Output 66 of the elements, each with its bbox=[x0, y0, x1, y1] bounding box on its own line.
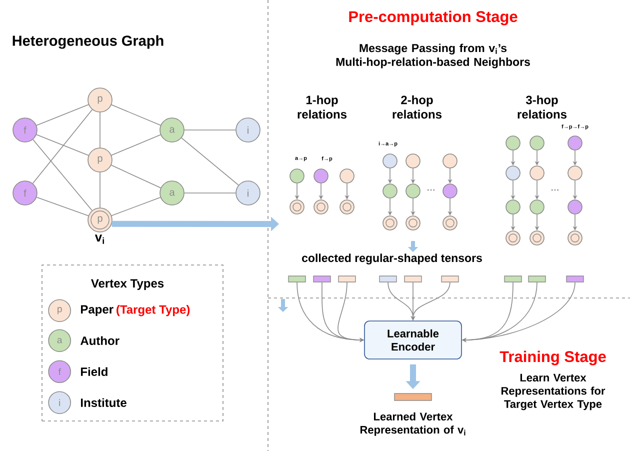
vertex-circle bbox=[568, 136, 582, 150]
vertex-label: Author bbox=[80, 336, 120, 345]
vertex-circle bbox=[290, 200, 304, 214]
vertex-circle bbox=[568, 230, 582, 246]
graph-edge bbox=[110, 164, 162, 188]
graph-edge bbox=[111, 104, 161, 126]
vertex-circle bbox=[506, 230, 520, 246]
vertex-circle bbox=[406, 184, 420, 198]
vertex-circle bbox=[314, 168, 328, 184]
vertex-circle bbox=[530, 230, 544, 246]
vertex-circle bbox=[406, 216, 420, 230]
vertex-circle bbox=[530, 136, 544, 150]
tensor-bar bbox=[313, 276, 331, 282]
tensor-bar bbox=[566, 276, 584, 282]
vertex-circle bbox=[382, 154, 398, 168]
tensor-bar bbox=[441, 276, 459, 282]
tensor-bar bbox=[338, 276, 356, 282]
vertex-circle bbox=[442, 184, 458, 198]
graph-edge bbox=[111, 196, 161, 216]
vertex-label: Institute bbox=[81, 398, 126, 407]
vertex-label: Paper bbox=[81, 305, 114, 316]
graph-edge bbox=[36, 196, 89, 216]
title: Heterogeneous Graph bbox=[12, 35, 164, 49]
graph-edge bbox=[184, 192, 236, 194]
vertex-circle bbox=[506, 136, 520, 150]
vertex-circle bbox=[382, 184, 398, 198]
graph-edge bbox=[181, 138, 239, 186]
graph-edge bbox=[36, 134, 89, 156]
ellipsis: … bbox=[552, 189, 558, 191]
vertex-circle bbox=[340, 200, 354, 214]
vertex-circle bbox=[442, 216, 458, 230]
tensor-bar bbox=[379, 276, 397, 282]
vertex-circle bbox=[568, 166, 582, 180]
vertex-circle bbox=[314, 200, 328, 214]
tensor-bar bbox=[504, 276, 522, 282]
vertex-circle bbox=[442, 154, 458, 168]
column-heading: 2-hop relations bbox=[392, 95, 442, 119]
tensor-bar bbox=[288, 276, 306, 282]
vertex-label: Field bbox=[81, 367, 108, 376]
vertex-circle bbox=[382, 216, 398, 230]
tensor-bar bbox=[528, 276, 546, 282]
graph-edge bbox=[32, 139, 92, 211]
vertex-label: (Target Type) bbox=[116, 305, 190, 316]
vertex-label: v$_{i}$ bbox=[94, 234, 104, 244]
caption: collected regular-shaped tensors bbox=[302, 254, 482, 264]
description: Learn Vertex Representations for Target Vertex Type bbox=[501, 374, 606, 410]
tensor-bar bbox=[404, 276, 422, 282]
vertex-circle bbox=[530, 166, 544, 180]
vertex-circle bbox=[530, 200, 544, 214]
ellipsis: … bbox=[428, 189, 434, 191]
graph-edge bbox=[111, 134, 161, 156]
column-heading: 3-hop relations bbox=[518, 95, 567, 119]
vertex-circle bbox=[290, 168, 304, 184]
vertex-circle bbox=[406, 154, 420, 168]
vertex-circle bbox=[506, 200, 520, 214]
vertex-circle bbox=[506, 166, 520, 180]
graph-edge bbox=[32, 109, 93, 184]
stage-title: Pre-computation Stage bbox=[349, 10, 518, 26]
subtitle: Message Passing from v$_{i}$’s Multi-hop-relation-based Neighbors bbox=[336, 44, 530, 68]
encoder-box: Learnable Encoder bbox=[364, 320, 462, 360]
column-heading: 1-hop relations bbox=[298, 95, 347, 119]
output-label: Learned Vertex Representation of v$_{i}$ bbox=[360, 412, 466, 436]
graph-edge bbox=[36, 104, 89, 126]
vertex-circle bbox=[568, 200, 582, 214]
stage-title: Training Stage bbox=[500, 350, 606, 366]
vertex-circle bbox=[340, 168, 354, 184]
